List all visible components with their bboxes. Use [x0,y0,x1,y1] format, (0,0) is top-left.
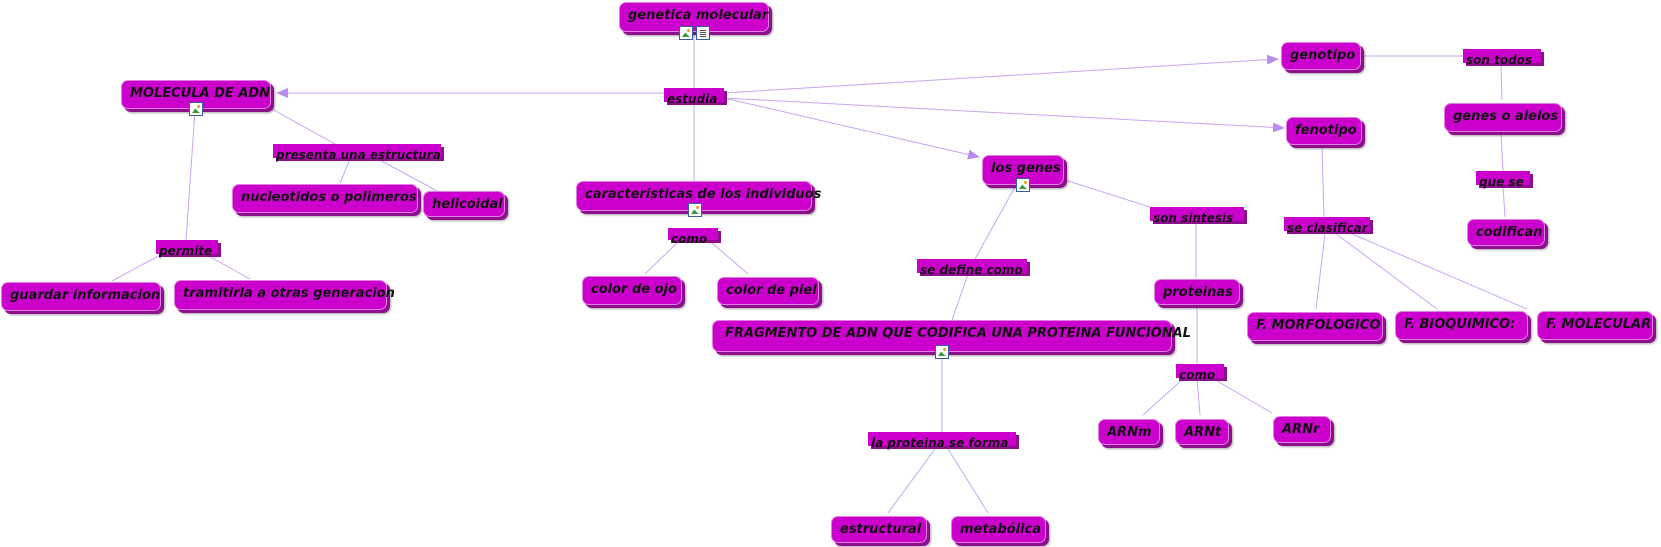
node-label: ARNr [1282,422,1320,437]
node-label: ARNt [1184,425,1222,440]
node-label: codifican [1476,225,1543,240]
image-icon[interactable] [189,102,203,116]
node-label: genotipo [1290,48,1356,63]
image-icon[interactable] [1016,178,1030,192]
node-label: F. BIOQUIMICO: [1404,317,1516,332]
node-arnm[interactable]: ARNm [1098,419,1160,445]
node-color-de-piel[interactable]: color de piel [717,277,819,305]
link-la-proteina-se-forma[interactable]: la proteina se forma [868,432,1016,450]
node-nucleotidos[interactable]: nucleotidos o polimeros [232,184,418,213]
node-guardar-informacion[interactable]: guardar informacion [1,282,161,311]
node-label: tramitirla a otras generacion [183,286,395,301]
link-label: como [671,232,708,246]
link-permite[interactable]: permite [156,240,218,258]
link-presenta-estructura[interactable]: presenta una estructura [273,144,441,162]
image-icon[interactable] [935,345,949,359]
image-icon[interactable] [688,203,702,217]
node-label: F. MORFOLOGICO [1256,318,1381,333]
node-color-de-ojo[interactable]: color de ojo [582,276,682,305]
node-label: nucleotidos o polimeros [241,190,417,205]
node-label: metabólica [960,522,1041,537]
node-estructural[interactable]: estructural [831,516,927,543]
node-label: MOLECULA DE ADN [130,86,271,101]
link-label: estudia [667,92,718,106]
node-f-morfologico[interactable]: F. MORFOLOGICO [1247,312,1383,341]
node-label: guardar informacion [10,288,161,303]
link-que-se[interactable]: que se [1476,171,1530,189]
document-icon[interactable] [696,26,710,40]
link-label: como [1179,368,1216,382]
node-label: genes o alelos [1453,109,1559,124]
link-label: son todos [1466,53,1533,67]
node-metabolica[interactable]: metabólica [951,516,1046,543]
node-f-molecular[interactable]: F. MOLECULAR [1537,311,1653,340]
node-label: helicoidal [432,197,503,212]
node-label: color de piel [726,283,817,298]
node-fragmento-adn[interactable]: FRAGMENTO DE ADN QUE CODIFICA UNA PROTEI… [712,320,1191,352]
node-arnr[interactable]: ARNr [1273,416,1331,443]
link-label: que se [1479,175,1524,189]
link-estudia[interactable]: estudia [664,88,724,106]
node-label: FRAGMENTO DE ADN QUE CODIFICA UNA PROTEI… [725,326,1191,341]
node-codifican[interactable]: codifican [1467,219,1545,246]
node-label: color de ojo [591,282,677,297]
node-label: caracteristicas de los individuos [585,187,822,202]
link-label: se define como [920,263,1023,277]
link-se-clasificar[interactable]: se clasificar [1284,217,1370,235]
node-label: los genes [991,161,1061,176]
node-label: genetica molecular [628,8,769,23]
node-label: estructural [840,522,922,537]
node-f-bioquimico[interactable]: F. BIOQUIMICO: [1395,311,1528,340]
node-label: F. MOLECULAR [1546,317,1652,332]
link-son-todos[interactable]: son todos [1463,49,1541,67]
node-genotipo[interactable]: genotipo [1281,42,1361,70]
node-label: fenotipo [1295,123,1357,138]
link-label: presenta una estructura [276,148,441,162]
node-arnt[interactable]: ARNt [1175,419,1229,445]
node-label: proteinas [1163,285,1233,300]
link-label: permite [159,244,213,258]
link-como-1[interactable]: como [668,228,718,246]
link-label: son sintesis [1153,211,1234,225]
node-genes-alelos[interactable]: genes o alelos [1444,103,1562,132]
node-helicoidal[interactable]: helicoidal [423,191,505,217]
link-label: la proteina se forma [871,436,1009,450]
image-icon[interactable] [679,26,693,40]
node-tramitirla[interactable]: tramitirla a otras generacion [174,280,395,310]
node-label: ARNm [1107,425,1152,440]
node-genetica-molecular[interactable]: genetica molecular [619,2,769,32]
link-se-define-como[interactable]: se define como [917,259,1027,277]
node-proteinas[interactable]: proteinas [1154,279,1240,305]
link-label: se clasificar [1287,221,1368,235]
node-fenotipo[interactable]: fenotipo [1286,117,1362,145]
link-son-sintesis[interactable]: son sintesis [1150,207,1244,225]
link-como-2[interactable]: como [1176,364,1224,382]
